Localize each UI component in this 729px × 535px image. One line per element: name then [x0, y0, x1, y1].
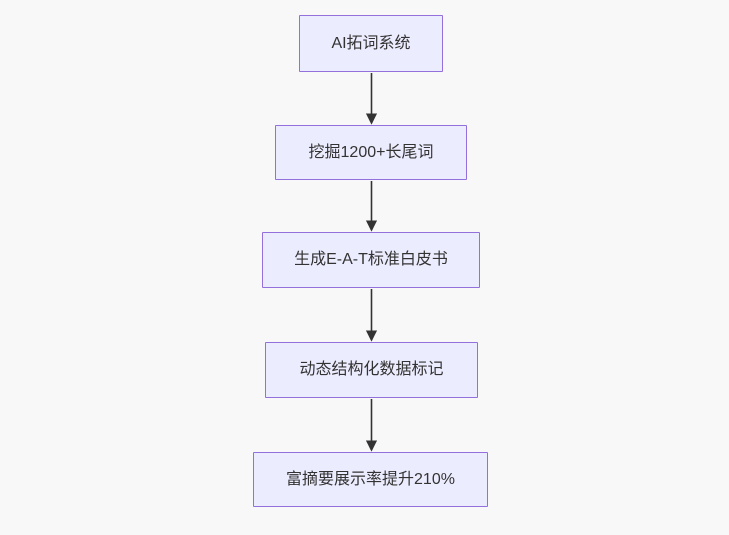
flow-node-generate-eat-whitepaper: 生成E-A-T标准白皮书: [262, 232, 480, 288]
flow-node-label: 挖掘1200+长尾词: [308, 143, 434, 161]
flow-node-label: 生成E-A-T标准白皮书: [294, 251, 448, 269]
flow-node-rich-snippet-rate-increase: 富摘要展示率提升210%: [253, 452, 488, 507]
flow-node-dynamic-structured-data: 动态结构化数据标记: [265, 342, 478, 398]
flow-node-label: AI拓词系统: [331, 34, 411, 52]
flow-node-label: 富摘要展示率提升210%: [286, 470, 455, 488]
flow-node-label: 动态结构化数据标记: [299, 361, 444, 379]
flow-node-ai-word-expansion-system: AI拓词系统: [299, 15, 443, 72]
flow-node-mine-longtail-keywords: 挖掘1200+长尾词: [275, 125, 467, 180]
